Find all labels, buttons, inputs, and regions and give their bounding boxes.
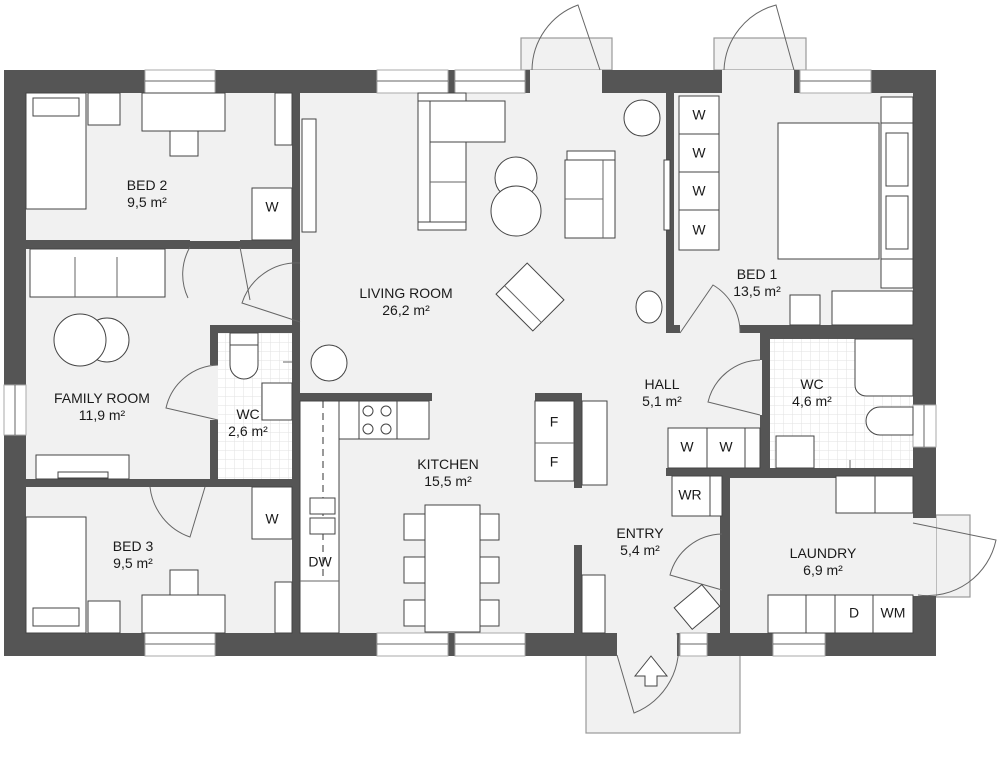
room-area-entry: 5,4 m² — [620, 542, 660, 558]
entry-porch — [585, 654, 741, 734]
bed1-wardrobe-1: W — [692, 107, 706, 123]
entrance-arrow-icon — [633, 655, 669, 687]
fridge-label-1: F — [550, 414, 559, 430]
family-furniture — [29, 248, 166, 480]
kitchen-furniture — [299, 400, 608, 634]
bed1-furniture — [663, 95, 914, 326]
hall-wardrobe-2: W — [719, 439, 733, 455]
bed1-porch — [713, 37, 807, 71]
room-area-bed3: 9,5 m² — [113, 555, 153, 571]
dryer-label: D — [849, 605, 859, 621]
hall-furniture — [667, 427, 761, 517]
room-name-wc-small: WC — [236, 406, 259, 422]
room-area-bed2: 9,5 m² — [127, 194, 167, 210]
windows — [3, 69, 937, 657]
washing-machine-label: WM — [881, 605, 906, 621]
room-area-bed1: 13,5 m² — [733, 283, 781, 299]
room-area-kitchen: 15,5 m² — [424, 473, 472, 489]
wardrobe-robe-label: WR — [678, 487, 701, 503]
wc-small-fixtures — [229, 332, 293, 421]
doors — [149, 4, 997, 714]
room-name-bed2: BED 2 — [127, 177, 168, 193]
room-name-kitchen: KITCHEN — [417, 456, 478, 472]
room-area-wc-small: 2,6 m² — [228, 423, 268, 439]
wc-large-fixtures — [775, 338, 914, 469]
bed1-wardrobe-4: W — [692, 222, 706, 238]
laundry-furniture — [767, 475, 914, 634]
living-furniture — [301, 92, 663, 382]
bed3-wardrobe-label: W — [265, 511, 279, 527]
hall-wardrobe-1: W — [680, 439, 694, 455]
bed2-wardrobe-label: W — [265, 199, 279, 215]
room-name-living: LIVING ROOM — [359, 285, 452, 301]
room-area-hall: 5,1 m² — [642, 393, 682, 409]
fridge-label-2: F — [550, 454, 559, 470]
room-name-bed1: BED 1 — [737, 266, 778, 282]
room-area-laundry: 6,9 m² — [803, 562, 843, 578]
room-area-family: 11,9 m² — [79, 407, 126, 423]
room-name-wc-large: WC — [800, 376, 823, 392]
room-labels: BED 2 9,5 m² LIVING ROOM 26,2 m² BED 1 1… — [54, 177, 857, 578]
room-area-wc-large: 4,6 m² — [792, 393, 832, 409]
room-area-living: 26,2 m² — [382, 302, 430, 318]
room-name-family: FAMILY ROOM — [54, 390, 150, 406]
bed1-wardrobe-3: W — [692, 183, 706, 199]
room-name-entry: ENTRY — [616, 525, 664, 541]
bed2-furniture — [25, 92, 293, 241]
room-name-hall: HALL — [644, 376, 679, 392]
dishwasher-label: DW — [308, 554, 332, 570]
room-name-laundry: LAUNDRY — [790, 545, 857, 561]
bed3-furniture — [25, 486, 293, 634]
entry-chair — [673, 584, 721, 630]
bed1-wardrobe-2: W — [692, 145, 706, 161]
room-name-bed3: BED 3 — [113, 538, 154, 554]
living-porch — [520, 37, 613, 71]
